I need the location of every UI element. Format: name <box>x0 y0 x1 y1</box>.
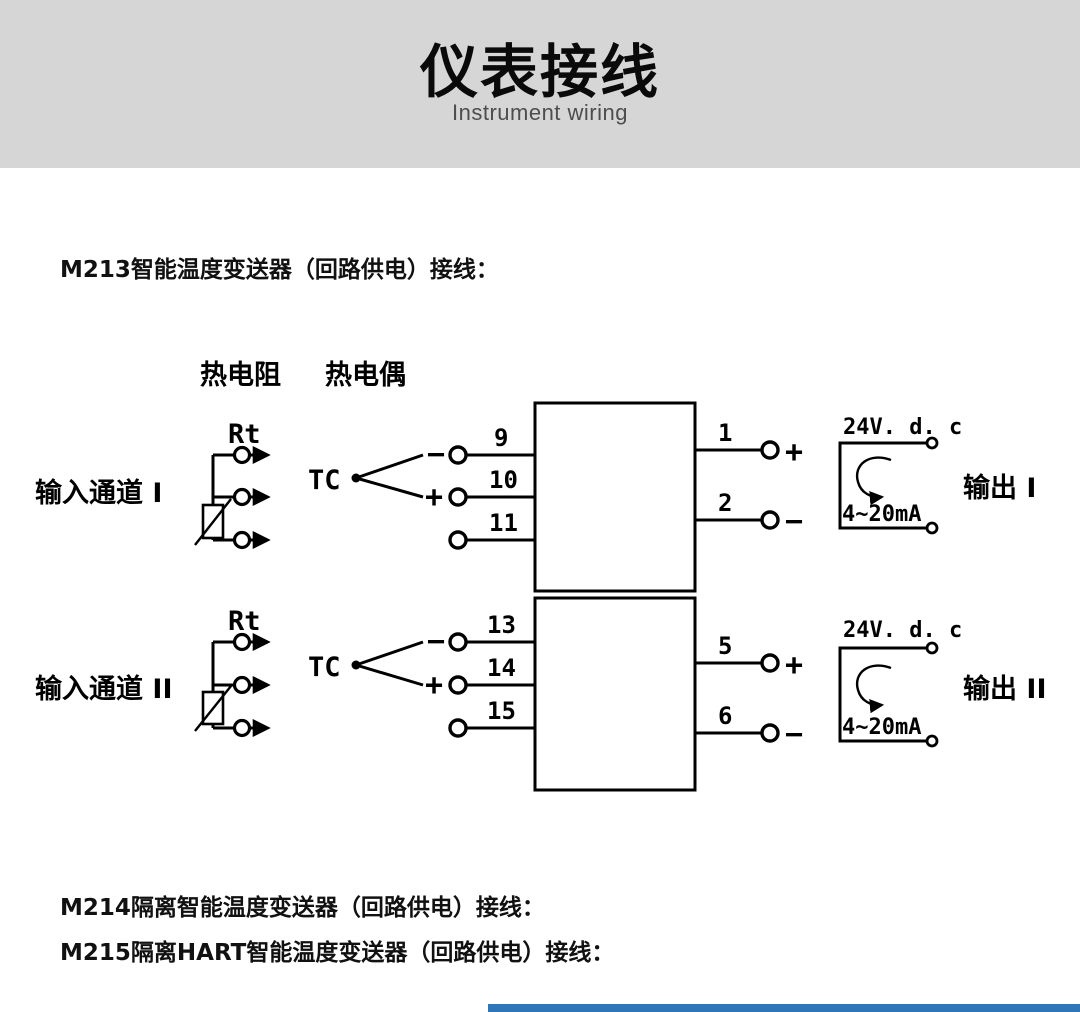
heading-m215: M215隔离HART智能温度变送器（回路供电）接线： <box>60 940 615 966</box>
terminal-14 <box>448 675 468 695</box>
ch1-thermocouple-symbol: TC − + <box>308 437 445 515</box>
ch1-output-label: 输出 I <box>963 472 1036 504</box>
ch1-current-label: 4~20mA <box>842 502 921 527</box>
ch1-tc-minus-sign: − <box>427 437 445 472</box>
ch1-rt-label: Rt <box>228 419 261 450</box>
terminal-10 <box>448 487 468 507</box>
header-banner: 仪表接线 Instrument wiring <box>0 0 1080 168</box>
terminal-15-label: 15 <box>487 697 516 725</box>
ch2-out-minus-sign: − <box>785 717 803 752</box>
terminal-5-label: 5 <box>718 632 732 660</box>
ch1-supply-label: 24V. d. c <box>843 415 962 440</box>
terminal-6-label: 6 <box>718 702 732 730</box>
ch2-rtd-terminal-2 <box>232 675 252 695</box>
terminal-2-label: 2 <box>718 489 732 517</box>
ch1-rtd-terminal-1 <box>232 445 252 465</box>
ch1-tc-plus-sign: + <box>425 480 443 515</box>
terminal-9-label: 9 <box>494 424 508 452</box>
terminal-15 <box>448 718 468 738</box>
rtd-header-label: 热电阻 <box>200 360 281 391</box>
ch1-input-label: 输入通道 I <box>35 477 162 509</box>
page-title: 仪表接线 <box>419 37 660 106</box>
heading-m214: M214隔离智能温度变送器（回路供电）接线： <box>60 895 545 921</box>
ch2-rtd-terminal-3 <box>232 718 252 738</box>
ch2-rt-label: Rt <box>228 606 261 637</box>
ch1-supply-terminal-bottom <box>925 521 939 535</box>
ch2-rtd-terminal-1 <box>232 632 252 652</box>
ch2-current-label: 4~20mA <box>842 715 921 740</box>
ch1-current-arrow-icon <box>855 456 892 506</box>
terminal-11 <box>448 530 468 550</box>
ch1-out-minus-sign: − <box>785 504 803 539</box>
ch2-thermocouple-symbol: TC − + <box>308 624 445 703</box>
ch1-input-terminals: 9 10 11 <box>448 424 535 550</box>
terminal-1 <box>760 440 780 460</box>
ch2-rtd-symbol: Rt <box>194 606 271 738</box>
ch2-supply-terminal-top <box>925 641 939 655</box>
ch1-output-terminals: 1 + 2 − <box>695 419 803 539</box>
ch2-out-plus-sign: + <box>785 648 803 683</box>
terminal-1-label: 1 <box>718 419 732 447</box>
ch2-input-terminals: 13 14 15 <box>448 611 535 738</box>
ch2-tc-minus-sign: − <box>427 624 445 659</box>
tc-header-label: 热电偶 <box>325 360 406 391</box>
ch2-power-loop: 24V. d. c 4~20mA <box>838 618 962 748</box>
ch1-rtd-terminal-2 <box>232 487 252 507</box>
transmitter-box <box>533 401 697 792</box>
channel-2: 输入通道 II Rt TC <box>35 606 1047 752</box>
terminal-6 <box>760 723 780 743</box>
channel-1: 输入通道 I Rt TC <box>35 415 1036 550</box>
ch1-tc-label: TC <box>308 465 341 496</box>
heading-m213: M213智能温度变送器（回路供电）接线： <box>60 257 499 283</box>
ch2-supply-label: 24V. d. c <box>843 618 962 643</box>
terminal-5 <box>760 653 780 673</box>
terminal-13-label: 13 <box>487 611 516 639</box>
transmitter-module-2 <box>533 596 697 792</box>
ch1-rtd-terminal-3 <box>232 530 252 550</box>
ch1-rtd-symbol: Rt <box>194 419 271 550</box>
ch2-tc-plus-sign: + <box>425 668 443 703</box>
terminal-11-label: 11 <box>489 509 518 537</box>
ch1-out-plus-sign: + <box>785 435 803 470</box>
page-subtitle: Instrument wiring <box>451 100 628 126</box>
ch1-power-loop: 24V. d. c 4~20mA <box>838 415 962 535</box>
ch2-supply-terminal-bottom <box>925 734 939 748</box>
transmitter-module-1 <box>533 401 697 593</box>
terminal-13 <box>448 632 468 652</box>
bottom-accent-bar <box>488 1004 1080 1012</box>
terminal-10-label: 10 <box>489 466 518 494</box>
ch2-output-terminals: 5 + 6 − <box>695 632 803 752</box>
ch2-output-label: 输出 II <box>963 673 1047 705</box>
terminal-14-label: 14 <box>487 654 516 682</box>
ch1-supply-terminal-top <box>925 436 939 450</box>
terminal-2 <box>760 510 780 530</box>
terminal-9 <box>448 445 468 465</box>
ch2-input-label: 输入通道 II <box>35 673 173 705</box>
ch2-current-arrow-icon <box>855 664 892 714</box>
ch2-tc-label: TC <box>308 652 341 683</box>
